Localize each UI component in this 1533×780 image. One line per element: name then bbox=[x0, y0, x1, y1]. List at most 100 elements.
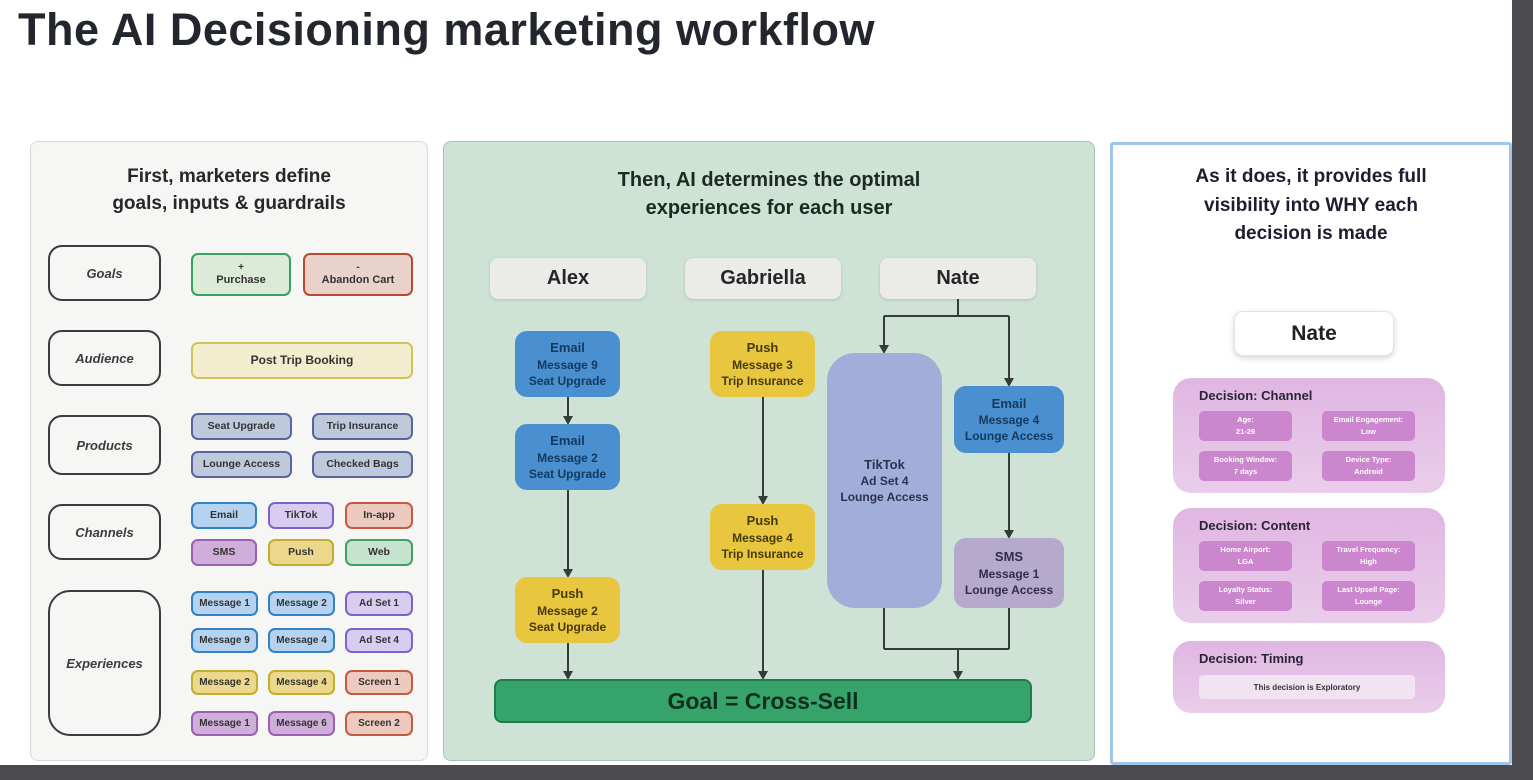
decision-chip-device-type: Device Type: Android bbox=[1322, 451, 1415, 481]
nate-flow-box-email: Email Message 4 Lounge Access bbox=[954, 386, 1064, 453]
gabriella-flow-box-1: Push Message 3 Trip Insurance bbox=[710, 331, 815, 397]
flow-message: Message 2 bbox=[537, 603, 598, 618]
goal-banner: Goal = Cross-Sell bbox=[494, 679, 1032, 723]
panel-decision-visibility: As it does, it provides full visibility … bbox=[1110, 142, 1512, 765]
chip-abandon-cart: - Abandon Cart bbox=[303, 253, 413, 296]
decision-chip-booking-window: Booking Window: 7 days bbox=[1199, 451, 1292, 481]
video-background-right bbox=[1512, 0, 1533, 780]
flow-channel: Email bbox=[550, 433, 585, 449]
chip-channel-email: Email bbox=[191, 502, 257, 529]
decision-chip-age: Age: 21-29 bbox=[1199, 411, 1292, 441]
flow-product: Lounge Access bbox=[840, 490, 929, 505]
middle-panel-heading: Then, AI determines the optimal experien… bbox=[444, 166, 1094, 222]
gabriella-flow-box-2: Push Message 4 Trip Insurance bbox=[710, 504, 815, 570]
chip-abandon-cart-sign: - bbox=[356, 261, 360, 273]
chip-value: LGA bbox=[1237, 557, 1254, 566]
flow-channel: Push bbox=[746, 513, 779, 529]
experience-chip: Screen 1 bbox=[345, 670, 413, 695]
experience-chip: Message 1 bbox=[191, 711, 258, 736]
label-channels: Channels bbox=[48, 504, 161, 560]
left-panel-heading: First, marketers define goals, inputs & … bbox=[31, 164, 427, 217]
chip-channel-sms: SMS bbox=[191, 539, 257, 566]
flow-message: Message 4 bbox=[732, 530, 793, 545]
chip-value: High bbox=[1360, 557, 1377, 566]
chip-value: 7 days bbox=[1233, 467, 1258, 476]
flow-product: Lounge Access bbox=[964, 429, 1054, 444]
chip-label: Loyalty Status: bbox=[1218, 585, 1273, 595]
chip-seat-upgrade: Seat Upgrade bbox=[191, 413, 292, 440]
chip-value: Lounge bbox=[1354, 597, 1383, 606]
chip-value: Low bbox=[1361, 427, 1376, 436]
decision-section-timing: Decision: Timing This decision is Explor… bbox=[1173, 641, 1445, 713]
nate-flow-box-sms: SMS Message 1 Lounge Access bbox=[954, 538, 1064, 608]
panel-define-goals: First, marketers define goals, inputs & … bbox=[30, 141, 428, 761]
chip-purchase: + Purchase bbox=[191, 253, 291, 296]
chip-channel-tiktok: TikTok bbox=[268, 502, 334, 529]
experience-chip: Screen 2 bbox=[345, 711, 413, 736]
user-pill-nate: Nate bbox=[880, 258, 1036, 299]
experience-chip: Message 6 bbox=[268, 711, 335, 736]
alex-flow-box-3: Push Message 2 Seat Upgrade bbox=[515, 577, 620, 643]
experience-chip: Message 4 bbox=[268, 628, 335, 653]
middle-heading-line1: Then, AI determines the optimal bbox=[617, 169, 921, 191]
flow-channel: Push bbox=[746, 340, 779, 356]
panel-ai-experiences: Then, AI determines the optimal experien… bbox=[443, 141, 1095, 761]
right-heading-line2: visibility into WHY each bbox=[1204, 194, 1418, 216]
decision-chip-last-upsell-page: Last Upsell Page: Lounge bbox=[1322, 581, 1415, 611]
decision-section-content: Decision: Content Home Airport: LGA Trav… bbox=[1173, 508, 1445, 623]
chip-label: Last Upsell Page: bbox=[1337, 585, 1400, 595]
nate-flow-box-tiktok: TikTok Ad Set 4 Lounge Access bbox=[827, 353, 942, 608]
flow-message: Message 4 bbox=[978, 413, 1040, 428]
chip-trip-insurance: Trip Insurance bbox=[312, 413, 413, 440]
page-title: The AI Decisioning marketing workflow bbox=[18, 4, 875, 55]
label-audience: Audience bbox=[48, 330, 161, 386]
chip-purchase-sign: + bbox=[238, 261, 244, 273]
alex-flow-box-2: Email Message 2 Seat Upgrade bbox=[515, 424, 620, 490]
right-heading-line1: As it does, it provides full bbox=[1195, 166, 1427, 187]
flow-product: Seat Upgrade bbox=[528, 373, 607, 388]
flow-message: Message 2 bbox=[537, 450, 598, 465]
experience-chip: Ad Set 1 bbox=[345, 591, 413, 616]
flow-message: Message 9 bbox=[537, 357, 598, 372]
flow-product: Trip Insurance bbox=[721, 546, 804, 561]
decision-chip-travel-frequency: Travel Frequency: High bbox=[1322, 541, 1415, 571]
experience-chip: Message 2 bbox=[268, 591, 335, 616]
right-heading-line3: decision is made bbox=[1234, 223, 1388, 244]
left-heading-line1: First, marketers define bbox=[127, 166, 331, 187]
label-goals: Goals bbox=[48, 245, 161, 301]
flow-product: Seat Upgrade bbox=[528, 619, 607, 634]
chip-channel-web: Web bbox=[345, 539, 413, 566]
flow-channel: Email bbox=[550, 340, 585, 356]
experience-chip: Ad Set 4 bbox=[345, 628, 413, 653]
decision-timing-note: This decision is Exploratory bbox=[1199, 675, 1415, 699]
decision-chip-loyalty-status: Loyalty Status: Silver bbox=[1199, 581, 1292, 611]
chip-channel-push: Push bbox=[268, 539, 334, 566]
decision-content-title: Decision: Content bbox=[1199, 518, 1311, 533]
label-experiences: Experiences bbox=[48, 590, 161, 736]
decision-timing-title: Decision: Timing bbox=[1199, 651, 1304, 666]
label-products: Products bbox=[48, 415, 161, 475]
chip-purchase-label: Purchase bbox=[216, 273, 266, 286]
flow-message: Ad Set 4 bbox=[860, 474, 909, 489]
left-heading-line2: goals, inputs & guardrails bbox=[112, 192, 346, 214]
chip-label: Home Airport: bbox=[1220, 545, 1271, 555]
decision-channel-title: Decision: Channel bbox=[1199, 388, 1313, 403]
decision-chip-home-airport: Home Airport: LGA bbox=[1199, 541, 1292, 571]
flow-product: Lounge Access bbox=[964, 582, 1054, 597]
chip-value: Silver bbox=[1235, 597, 1256, 606]
flow-channel: SMS bbox=[994, 549, 1024, 565]
alex-flow-box-1: Email Message 9 Seat Upgrade bbox=[515, 331, 620, 397]
chip-value: Android bbox=[1354, 467, 1383, 476]
chip-abandon-cart-label: Abandon Cart bbox=[321, 273, 395, 286]
chip-post-trip-booking: Post Trip Booking bbox=[191, 342, 413, 379]
flow-channel: Email bbox=[991, 395, 1027, 411]
user-pill-gabriella: Gabriella bbox=[685, 258, 841, 299]
chip-lounge-access: Lounge Access bbox=[191, 451, 292, 478]
flow-product: Trip Insurance bbox=[721, 373, 804, 388]
chip-value: 21-29 bbox=[1235, 427, 1256, 436]
flow-product: Seat Upgrade bbox=[528, 466, 607, 481]
chip-label: Booking Window: bbox=[1213, 455, 1278, 465]
chip-label: Device Type: bbox=[1345, 455, 1392, 465]
right-user-pill-nate: Nate bbox=[1234, 311, 1394, 356]
